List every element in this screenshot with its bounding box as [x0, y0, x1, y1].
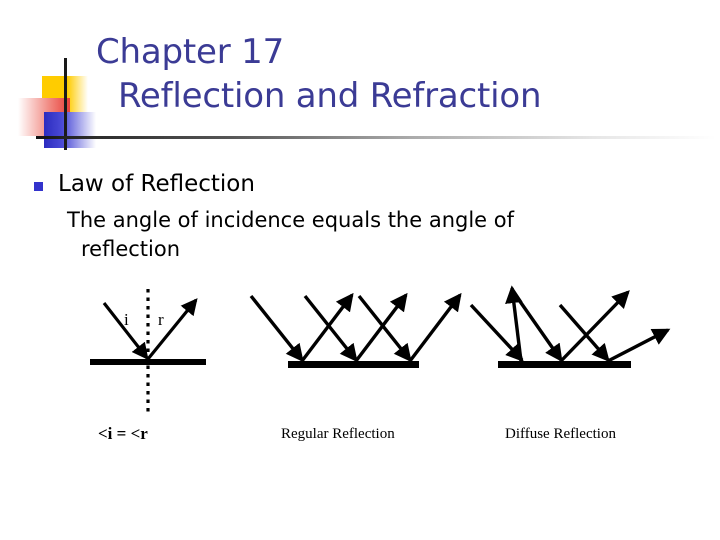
regular-reflected-ray-1: [300, 292, 354, 363]
mirror-surface-line-2: [288, 361, 419, 368]
regular-incident-ray-3: [357, 294, 412, 363]
diffuse-reflected-ray-1: [505, 285, 523, 362]
diffuse-reflected-ray-2: [559, 290, 630, 363]
reflected-ray-1: [146, 298, 198, 361]
sub-bullet-text: The angle of incidence equals the angle …: [67, 206, 627, 264]
reflected-angle-label: r: [158, 310, 164, 329]
page-title: Chapter 17 Reflection and Refraction: [96, 30, 696, 118]
regular-incident-ray-2: [303, 294, 358, 363]
diagram-law-of-reflection: [90, 289, 206, 414]
diffuse-reflected-ray-3: [607, 328, 671, 363]
decor-blue-square: [44, 112, 96, 148]
diffuse-incident-ray-2: [510, 289, 563, 363]
bullet-item-law-of-reflection: Law of Reflection: [34, 170, 255, 198]
sub-bullet-line-1: The angle of incidence equals the angle …: [67, 208, 515, 232]
sub-bullet-line-2: reflection: [81, 237, 181, 261]
mirror-surface-line-1: [90, 359, 206, 365]
regular-reflected-ray-2: [354, 292, 408, 363]
caption-regular-reflection: Regular Reflection: [281, 426, 395, 442]
caption-diffuse-reflection: Diffuse Reflection: [505, 426, 616, 442]
bullet-item-label: Law of Reflection: [58, 171, 255, 197]
slide-header: Chapter 17 Reflection and Refraction: [0, 0, 720, 152]
diffuse-incident-ray-3: [558, 303, 610, 362]
mirror-surface-line-3: [498, 361, 631, 368]
diagram-regular-reflection: [249, 292, 462, 368]
title-divider-rule: [36, 136, 716, 139]
regular-incident-ray-1: [249, 294, 304, 363]
decor-vertical-rule: [64, 58, 67, 150]
diagram-diffuse-reflection: [469, 285, 671, 368]
caption-law-of-reflection: <i = <r: [98, 424, 148, 443]
regular-reflected-ray-3: [408, 292, 462, 363]
bullet-square-icon: [34, 182, 43, 191]
diffuse-incident-ray-1: [469, 303, 524, 362]
incident-angle-label: i: [124, 310, 129, 329]
title-line-1: Chapter 17: [96, 32, 285, 72]
title-line-2: Reflection and Refraction: [118, 76, 542, 116]
